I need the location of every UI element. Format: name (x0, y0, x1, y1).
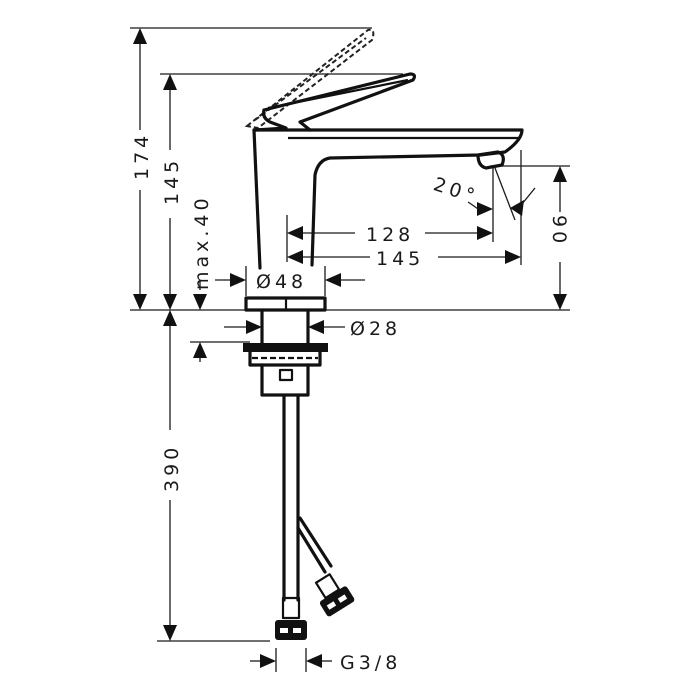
dim-max40 (190, 280, 250, 362)
label-g38: G3/8 (340, 652, 401, 674)
dim-d28 (224, 320, 345, 334)
label-20deg: 20° (431, 173, 481, 208)
hose-fitting-1 (275, 620, 307, 640)
fixing-nut (243, 343, 328, 352)
label-145-horizontal: 145 (376, 248, 424, 270)
dim-g38 (250, 648, 332, 672)
label-max40: max.40 (191, 194, 213, 290)
faucet-body (243, 28, 524, 640)
label-128: 128 (366, 224, 414, 246)
label-d48: Ø48 (256, 271, 307, 293)
dim-145-vertical (163, 74, 177, 310)
dim-390 (163, 310, 177, 641)
dim-90 (490, 165, 570, 310)
label-145-vertical: 145 (161, 157, 183, 205)
label-174: 174 (131, 132, 153, 180)
dim-d48 (215, 266, 365, 296)
label-d28: Ø28 (350, 318, 401, 340)
hose-fitting-2 (319, 586, 355, 617)
dim-174 (133, 28, 147, 310)
label-390: 390 (161, 444, 183, 492)
label-90: 90 (548, 215, 570, 247)
dim-20deg (467, 167, 536, 221)
